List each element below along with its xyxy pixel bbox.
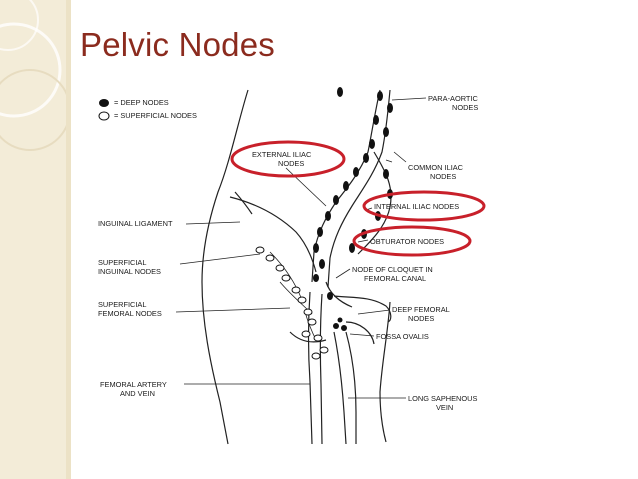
femoral-vein: [319, 293, 323, 445]
leader-lines: [175, 97, 427, 399]
node-cloquet-label-1: NODE OF CLOQUET IN: [352, 265, 433, 274]
decorative-side-line: [66, 0, 71, 479]
legend-superficial-label: = SUPERFICIAL NODES: [114, 111, 197, 120]
external-iliac-label-2: NODES: [278, 159, 305, 168]
internal-iliac-label: INTERNAL ILIAC NODES: [374, 202, 460, 211]
inguinal-ligament-label: INGUINAL LIGAMENT: [98, 219, 173, 228]
highlight-obturator: [352, 225, 472, 257]
internal-iliac-vessel: [357, 151, 392, 255]
superficial-nodes: [255, 246, 329, 360]
thigh-outline-right: [379, 301, 391, 443]
femoral-artery-label-1: FEMORAL ARTERY: [100, 380, 167, 389]
obturator-label: OBTURATOR NODES: [370, 237, 445, 246]
para-aortic-label-1: PARA-AORTIC: [428, 94, 478, 103]
legend-superficial-node-symbol: [98, 111, 110, 121]
femoral-artery-label-2: AND VEIN: [120, 389, 155, 398]
highlight-ovals: [230, 140, 486, 257]
inguinal-ligament-line: [229, 196, 317, 273]
para-aortic-label-2: NODES: [452, 103, 479, 112]
page-title: Pelvic Nodes: [80, 26, 275, 63]
decorative-side-band: [0, 0, 66, 479]
highlight-external-iliac: [230, 140, 346, 178]
legend-deep-node-symbol: [99, 99, 109, 107]
deep-femoral-label-1: DEEP FEMORAL: [392, 305, 450, 314]
legend-deep-label: = DEEP NODES: [114, 98, 169, 107]
anatomy-drawing: [98, 87, 486, 445]
fossa-ovalis-label: FOSSA OVALIS: [376, 332, 429, 341]
superficial-inguinal-label-1: SUPERFICIAL: [98, 258, 147, 267]
decorative-circles: [0, 0, 66, 151]
superficial-inguinal-label-2: INGUINAL NODES: [98, 267, 161, 276]
common-iliac-label-1: COMMON ILIAC: [408, 163, 464, 172]
superficial-femoral-label-2: FEMORAL NODES: [98, 309, 162, 318]
node-cloquet-label-2: FEMORAL CANAL: [364, 274, 427, 283]
superficial-femoral-label-1: SUPERFICIAL: [98, 300, 147, 309]
long-saphenous-label-1: LONG SAPHENOUS: [408, 394, 478, 403]
external-iliac-label-1: EXTERNAL ILIAC: [252, 150, 312, 159]
deep-femoral-label-2: NODES: [408, 314, 435, 323]
aorta-right: [327, 89, 391, 288]
body-outline-left: [201, 89, 249, 445]
long-saphenous-label-2: VEIN: [436, 403, 454, 412]
common-iliac-label-2: NODES: [430, 172, 457, 181]
hip-curve: [333, 295, 392, 323]
highlight-internal-iliac: [362, 190, 486, 222]
long-saphenous-vein: [333, 331, 347, 445]
pelvic-nodes-diagram: = DEEP NODES = SUPERFICIAL NODES PARA-AO…: [90, 82, 510, 452]
